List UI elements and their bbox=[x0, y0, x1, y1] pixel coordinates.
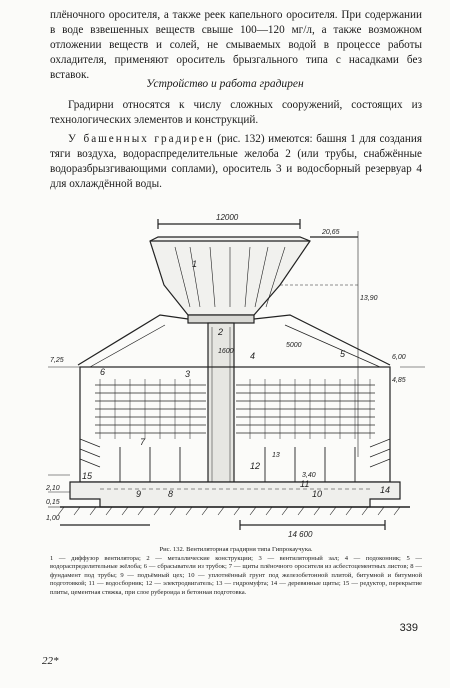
callout-4: 4 bbox=[250, 351, 255, 361]
callout-12: 12 bbox=[250, 461, 260, 471]
dim-13: 13 bbox=[272, 452, 280, 459]
level-top: 20,65 bbox=[321, 229, 340, 236]
callout-6: 6 bbox=[100, 367, 105, 377]
level-725: 7,25 bbox=[50, 357, 64, 364]
level-015: 0,15 bbox=[46, 499, 60, 506]
callout-3: 3 bbox=[185, 369, 190, 379]
water-basin bbox=[69, 481, 401, 508]
section-heading: Устройство и работа градирен bbox=[146, 78, 304, 90]
cooling-tower-drawing: 12000 20,65 13,90 6,00 4,85 7,25 3,40 2,… bbox=[45, 213, 425, 539]
tower-body bbox=[79, 366, 391, 483]
level-neg: 1,00 bbox=[46, 515, 60, 522]
signature-mark: 22* bbox=[42, 655, 59, 667]
level-340: 3,40 bbox=[302, 472, 316, 479]
page-number: 339 bbox=[399, 622, 418, 634]
callout-15: 15 bbox=[82, 471, 93, 481]
fan-platform bbox=[187, 314, 255, 324]
callout-10: 10 bbox=[312, 489, 322, 499]
level-210: 2,10 bbox=[45, 485, 60, 492]
callout-5: 5 bbox=[340, 349, 346, 359]
level-485: 4,85 bbox=[392, 377, 406, 384]
dim-mid-span: 5000 bbox=[286, 342, 302, 349]
paragraph-2: Градирни относятся к числу сложных соору… bbox=[50, 99, 422, 126]
roof-outline bbox=[77, 314, 391, 366]
figure-caption: Рис. 132. Вентиляторная градирня типа Ги… bbox=[50, 546, 422, 598]
callout-8: 8 bbox=[168, 489, 173, 499]
caption-title: Рис. 132. Вентиляторная градирня типа Ги… bbox=[159, 546, 313, 553]
callout-14: 14 bbox=[380, 485, 390, 495]
callout-7: 7 bbox=[140, 437, 146, 447]
caption-body: 1 — диффузор вентилятора; 2 — металличес… bbox=[50, 554, 422, 596]
callout-9: 9 bbox=[136, 489, 141, 499]
callout-11: 11 bbox=[300, 479, 309, 489]
dim-top-width: 12000 bbox=[216, 213, 239, 222]
paragraph-3: У башенных градирен (рис. 132) имеются: … bbox=[50, 132, 422, 192]
callout-2: 2 bbox=[217, 327, 223, 337]
paragraph-3-rest: (рис. 132) имеются: башня 1 для создания… bbox=[50, 133, 422, 190]
fill-shelves bbox=[95, 384, 375, 434]
dim-1600: 1600 bbox=[218, 348, 234, 355]
level-600: 6,00 bbox=[392, 354, 406, 361]
intro-paragraph: плёночного оросителя, а также реек капел… bbox=[50, 9, 422, 81]
central-shaft bbox=[207, 322, 235, 494]
dim-bottom-span: 14 600 bbox=[288, 530, 313, 539]
spaced-lead: У башенных градирен bbox=[68, 133, 214, 145]
level-1390: 13,90 bbox=[360, 295, 378, 302]
callout-1: 1 bbox=[192, 259, 197, 269]
